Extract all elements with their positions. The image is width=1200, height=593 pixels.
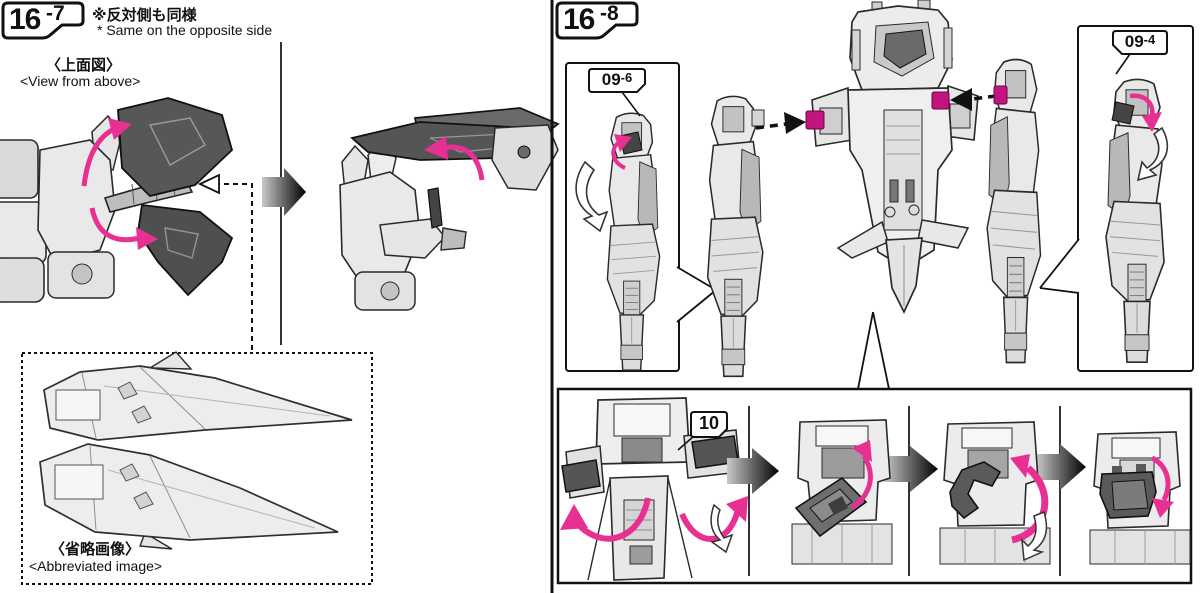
step-number-16-8-main: 16 <box>563 3 595 36</box>
substep1-illustration <box>561 397 741 581</box>
step-number-16-8-sub: -8 <box>600 2 619 25</box>
callout-line <box>1115 53 1131 75</box>
view-label-english: <View from above> <box>20 73 141 89</box>
part-label-09-6-main: 09 <box>601 69 621 89</box>
detail-steps-box <box>556 387 1193 585</box>
connector-peg-right <box>931 91 950 110</box>
side-knob <box>751 109 765 127</box>
mecha-after-illustration <box>339 107 560 311</box>
note-english: * Same on the opposite side <box>97 22 273 38</box>
attach-left-dashed-arrow-icon <box>950 88 997 111</box>
view-label-japanese: 〈上面図〉 <box>46 57 122 74</box>
transition-arrow-icon <box>262 168 306 216</box>
callout-line <box>677 435 695 451</box>
callout-line <box>621 91 641 117</box>
swing-open-arrow-icon <box>1021 511 1048 562</box>
press-down-arrow-icon <box>1150 455 1174 518</box>
part-label-09-4-sub: -4 <box>1143 32 1156 47</box>
abbrev-label-english: <Abbreviated image> <box>29 558 163 574</box>
swing-open-arrow-icon <box>1136 126 1169 182</box>
part-label-09-4: 09-4 <box>1113 29 1167 54</box>
substep2-illustration <box>791 419 893 565</box>
top-view-binders-illustration <box>39 351 353 550</box>
fold-back-arrow-icon <box>424 136 485 181</box>
transition-arrow-icon <box>727 444 1086 494</box>
rotate-up-arrow-icon <box>850 440 873 511</box>
swing-open-arrow-icon <box>575 160 609 233</box>
abbreviated-image-box <box>21 352 373 585</box>
small-rotate-arrow-icon <box>611 134 632 170</box>
dashed-reference-arrow <box>197 173 253 352</box>
part-label-box-09-6 <box>588 68 646 93</box>
step-badge-16-7 <box>1 1 85 40</box>
note-japanese: ※反対側も同様 <box>92 7 197 24</box>
detail-label-10: 10 <box>698 412 720 433</box>
binder-part-left <box>706 95 764 378</box>
step-number-16-7-main: 16 <box>9 3 41 36</box>
small-rotate-arrow-icon <box>1129 93 1162 132</box>
swing-open-arrow-icon <box>710 503 734 554</box>
part-label-box-09-4 <box>1112 30 1168 55</box>
step-badge-16-8 <box>555 1 639 40</box>
detail-label-box-10 <box>690 411 728 438</box>
rotate-up-arrow-icon <box>81 118 132 187</box>
attach-right-dashed-arrow-icon <box>755 112 806 134</box>
core-assembly-illustration <box>811 0 979 314</box>
detail-pointer <box>857 311 890 390</box>
connector-peg-left <box>805 110 825 130</box>
mecha-before-illustration <box>0 97 234 303</box>
latch-peg <box>1111 101 1135 125</box>
connector-peg-part <box>993 85 1008 105</box>
step-dividers <box>748 406 1061 576</box>
substep4-illustration <box>1089 431 1191 565</box>
rotate-close-arrow-icon <box>1010 454 1049 544</box>
step-number-16-7-sub: -7 <box>46 2 65 25</box>
unlock-left-arrow-icon <box>560 497 651 542</box>
binder-part-right <box>986 58 1042 364</box>
part-label-09-6: 09-6 <box>589 67 645 92</box>
unlock-right-arrow-icon <box>679 496 748 542</box>
abbrev-label-japanese: 〈省略画像〉 <box>50 541 141 558</box>
rotate-down-arrow-icon <box>89 207 158 250</box>
part-label-09-4-main: 09 <box>1124 31 1144 51</box>
part-label-09-6-sub: -6 <box>620 70 633 85</box>
